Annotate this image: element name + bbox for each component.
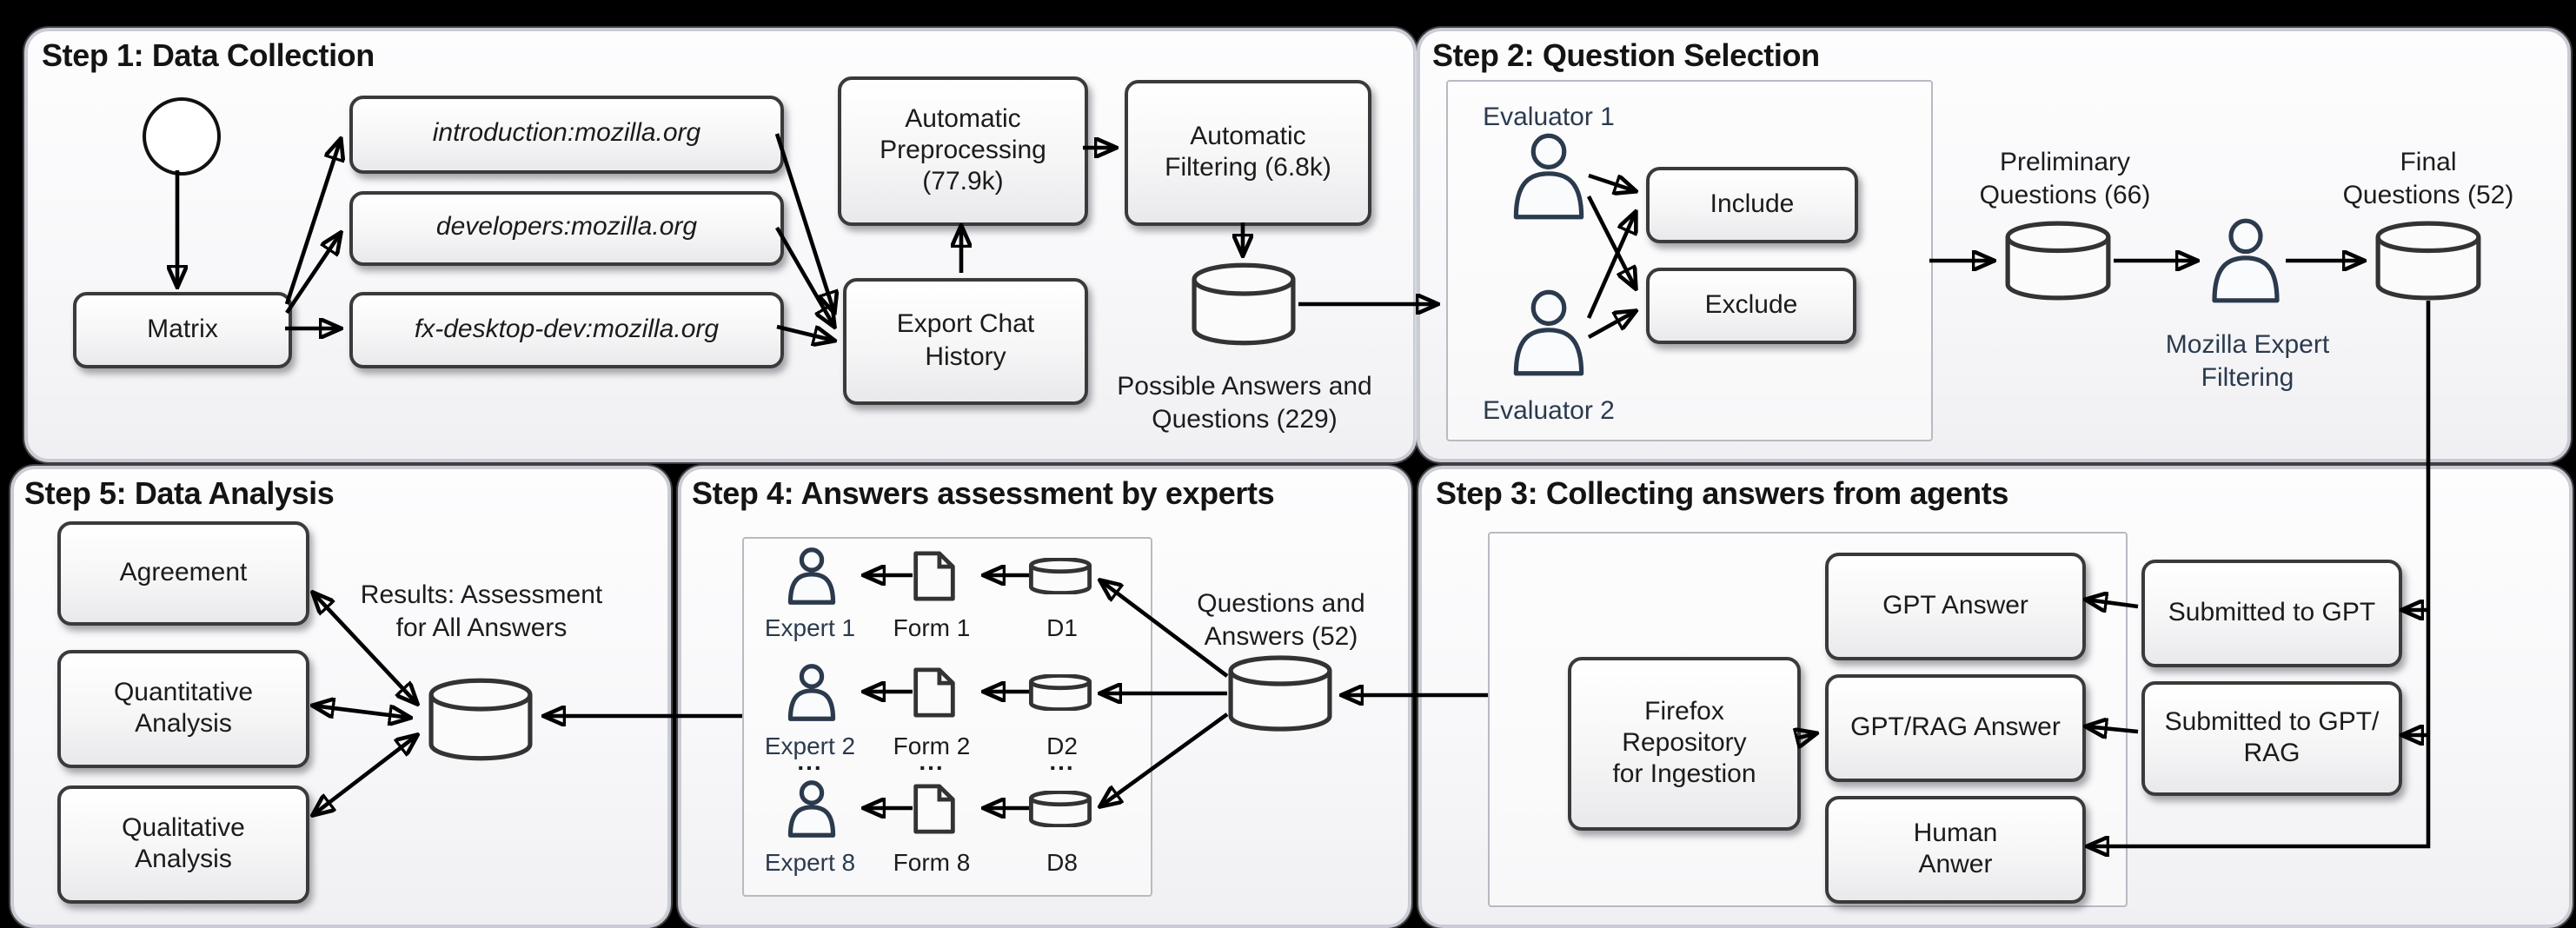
label-expert8: Expert 8 [764,848,856,876]
person-evaluator2-icon [1509,288,1589,377]
step5-title: Step 5: Data Analysis [24,476,335,511]
ellipsis-experts: ... [797,747,823,775]
label-evaluator1: Evaluator 1 [1483,103,1615,132]
node-channel-developers: developers:mozilla.org [349,191,784,266]
person-evaluator1-icon [1509,132,1589,221]
node-human-answer: Human Anwer [1825,796,2086,904]
node-quantitative-analysis: Quantitative Analysis [57,650,309,768]
database-final-icon [2374,221,2482,301]
node-channel-fx-desktop-dev: fx-desktop-dev:mozilla.org [349,292,784,368]
step3-title: Step 3: Collecting answers from agents [1436,476,2008,511]
node-channel-introduction: introduction:mozilla.org [349,96,784,174]
step2-title: Step 2: Question Selection [1432,38,1820,73]
label-form1: Form 1 [893,613,971,641]
label-preliminary-questions: Preliminary Questions (66) [1979,148,2151,211]
node-matrix: Matrix [73,292,292,368]
label-results-assessment: Results: Assessment for All Answers [360,580,603,644]
ellipsis-dbs: ... [1049,747,1075,775]
form2-document-icon [913,667,956,718]
database-possible-answers-icon [1191,262,1297,346]
step2-evaluation-group [1446,80,1933,441]
form8-document-icon [913,784,956,834]
label-d2: D2 [1046,732,1078,759]
node-qualitative-analysis: Qualitative Analysis [57,785,309,904]
person-expert2-icon [786,664,838,721]
label-expert1: Expert 1 [764,613,856,641]
label-evaluator2: Evaluator 2 [1483,396,1615,426]
database-d1-icon [1029,558,1092,594]
ellipsis-forms: ... [919,747,945,775]
label-questions-answers: Questions and Answers (52) [1197,589,1365,653]
step4-title: Step 4: Answers assessment by experts [692,476,1275,511]
form1-document-icon [913,551,956,601]
label-final-questions: Final Questions (52) [2342,148,2514,211]
node-exclude: Exclude [1646,268,1856,344]
label-possible-answers: Possible Answers and Questions (229) [1117,372,1372,435]
node-automatic-filtering: Automatic Filtering (6.8k) [1125,80,1371,226]
start-node [143,97,221,176]
step1-title: Step 1: Data Collection [42,38,375,73]
person-mozilla-expert-icon [2208,217,2284,304]
database-d2-icon [1029,674,1092,711]
node-agreement: Agreement [57,521,309,626]
person-expert8-icon [786,780,838,838]
node-submitted-to-gptrag: Submitted to GPT/ RAG [2141,681,2402,796]
node-submitted-to-gpt: Submitted to GPT [2141,560,2402,667]
node-include: Include [1646,167,1858,243]
database-questions-answers-icon [1227,655,1333,732]
node-gptrag-answer: GPT/RAG Answer [1825,674,2086,782]
node-firefox-repository: Firefox Repository for Ingestion [1568,657,1801,831]
database-preliminary-icon [2004,221,2112,301]
database-results-icon [428,678,534,761]
node-gpt-answer: GPT Answer [1825,553,2086,660]
node-automatic-preprocessing: Automatic Preprocessing (77.9k) [838,76,1088,226]
label-mozilla-expert-filtering: Mozilla Expert Filtering [2165,330,2330,394]
label-form2: Form 2 [893,732,971,759]
label-d1: D1 [1046,613,1078,641]
label-expert2: Expert 2 [764,732,856,759]
label-d8: D8 [1046,848,1078,876]
label-form8: Form 8 [893,848,971,876]
person-expert1-icon [786,547,838,605]
node-export-chat-history: Export Chat History [843,278,1088,405]
database-d8-icon [1029,791,1092,827]
